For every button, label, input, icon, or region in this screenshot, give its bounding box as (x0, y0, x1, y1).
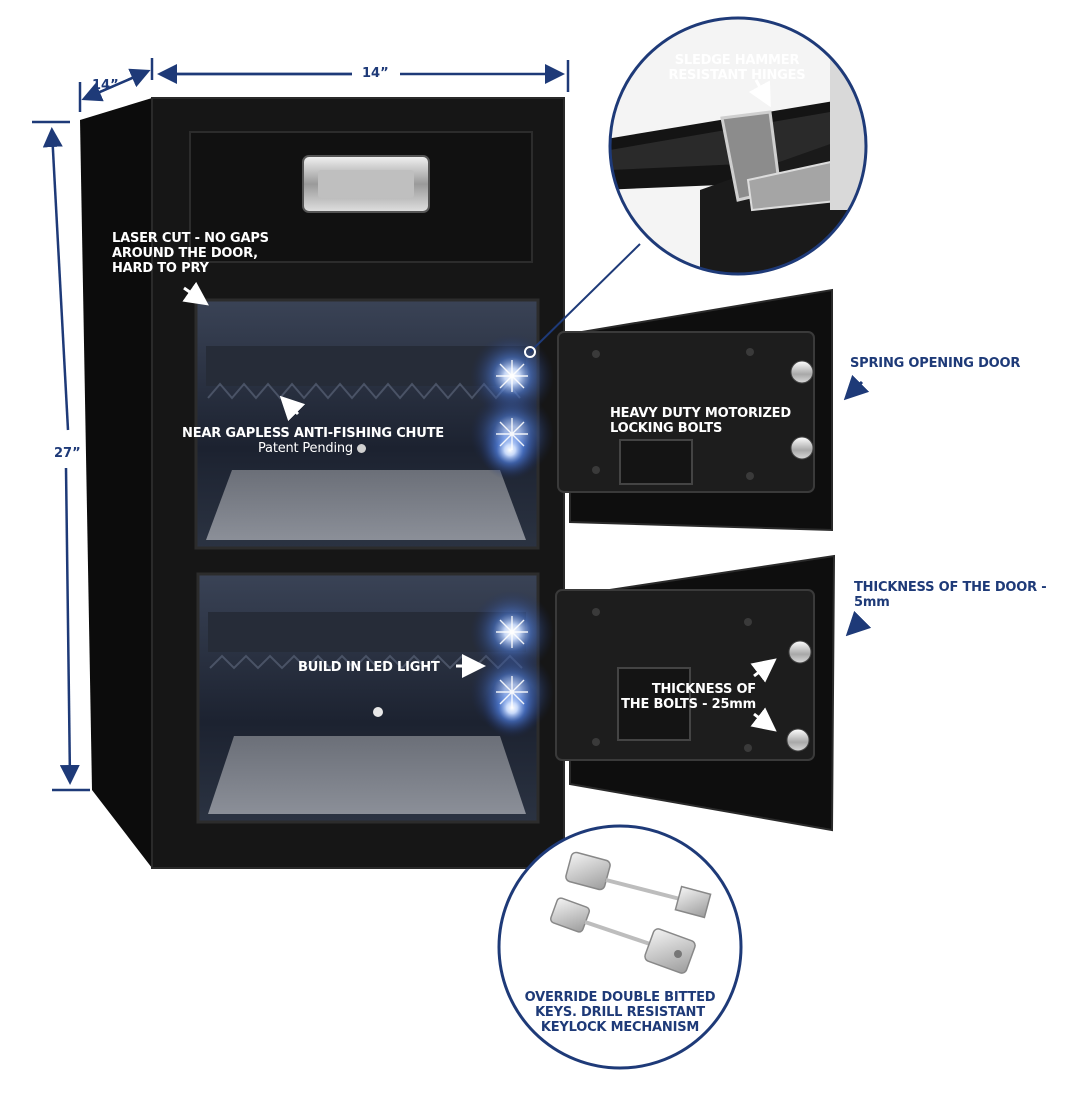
hinges-label: SLEDGE HAMMER RESISTANT HINGES (668, 53, 806, 83)
led-light-icon (470, 334, 554, 738)
laser-cut-label: LASER CUT - NO GAPS AROUND THE DOOR, HAR… (112, 231, 269, 276)
arrow-icon (182, 281, 872, 732)
patent-label: Patent Pending (258, 441, 367, 456)
depth-dimension: 14” (92, 78, 119, 93)
hinge-marker (524, 346, 536, 358)
hinge-connector (529, 243, 641, 353)
key-icon (497, 824, 743, 1070)
keys-label: OVERRIDE DOUBLE BITTED KEYS. DRILL RESIS… (524, 990, 716, 1035)
hinge-icon (608, 16, 868, 276)
height-dimension: 27” (54, 446, 81, 461)
spring-door-label: SPRING OPENING DOOR (850, 356, 1021, 371)
dimension-lines (32, 58, 570, 792)
bolt-thickness-label: THICKNESS OF THE BOLTS - 25mm (621, 682, 756, 712)
door-thickness-label: THICKNESS OF THE DOOR - 5mm (854, 580, 1047, 610)
led-light-label: BUILD IN LED LIGHT (298, 660, 440, 675)
width-dimension: 14” (362, 66, 389, 81)
upper-door (557, 288, 833, 532)
lower-door (555, 554, 836, 832)
locking-bolts-label: HEAVY DUTY MOTORIZED LOCKING BOLTS (610, 406, 791, 436)
anti-fishing-label: NEAR GAPLESS ANTI-FISHING CHUTE (182, 426, 444, 441)
